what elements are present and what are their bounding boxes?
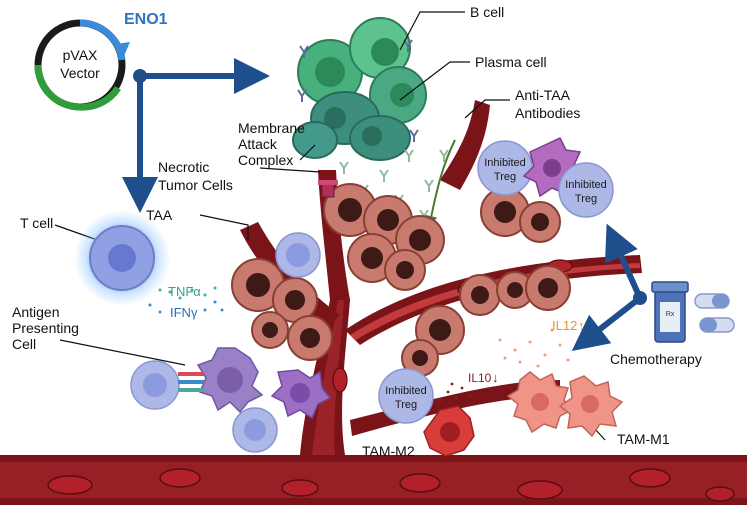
- pill-bottle-icon: Rx: [651, 281, 689, 343]
- vector-arrows: [122, 58, 270, 213]
- il12-dots: [498, 328, 570, 368]
- ifng-label: IFNγ: [170, 305, 198, 320]
- il12-label: IL12: [552, 318, 577, 333]
- b-cell-label: B cell: [470, 4, 504, 20]
- inhibited-treg-lower: Inhibited Treg: [378, 368, 434, 424]
- apc-label-line2: Presenting: [12, 320, 79, 336]
- tumor-cluster-center: [323, 183, 445, 291]
- inhibited-treg-upper: Inhibited Treg: [477, 140, 533, 196]
- vessel-lumen: [0, 462, 747, 498]
- apc-label-line3: Cell: [12, 336, 36, 352]
- treg-label-treg: Treg: [395, 399, 417, 411]
- vector-name: pVAX: [63, 47, 98, 63]
- tam-m1-cell: [506, 371, 624, 438]
- il10-label: IL10: [468, 371, 492, 385]
- anti-taa-label-line2: Antibodies: [515, 105, 580, 121]
- mac-label-line1: Membrane: [238, 120, 305, 136]
- chemotherapy-label: Chemotherapy: [610, 351, 702, 367]
- plasma-cell-label: Plasma cell: [475, 54, 547, 70]
- t-cell-small: [130, 360, 180, 410]
- treg-label-treg: Treg: [575, 193, 597, 205]
- tumor-cluster-right: [401, 265, 571, 377]
- apc-label-line1: Antigen: [12, 304, 59, 320]
- antibody-arrow: [425, 139, 456, 228]
- b-cell-cluster: [292, 17, 427, 161]
- necrotic-tumor-cells: [231, 183, 571, 377]
- tnfa-dots: [158, 286, 217, 300]
- treg-label-inhibited: Inhibited: [565, 179, 607, 191]
- antibody-icons: [297, 39, 419, 142]
- eno1-gene-label: ENO1: [124, 11, 168, 28]
- tumor-cluster-upper-right: [480, 187, 561, 243]
- treg-label-treg: Treg: [494, 171, 516, 183]
- t-cell: [74, 210, 170, 306]
- il10-down-arrow: ↓: [492, 370, 499, 385]
- mac-label-line3: Complex: [238, 152, 293, 168]
- pvax-vector-plasmid: pVAX Vector ENO1: [34, 11, 168, 111]
- vessel-branch-right-upper: [440, 100, 490, 190]
- tam-m1-label: TAM-M1: [617, 431, 670, 447]
- tam-m2-cell: [423, 405, 475, 457]
- dendritic-cell: [270, 369, 332, 420]
- il10-dots: [438, 382, 472, 402]
- necrotic-label-line2: Tumor Cells: [158, 177, 233, 193]
- rx-symbol: Rx: [666, 311, 675, 318]
- tumor-cluster-left: [231, 258, 333, 361]
- anti-taa-label-line1: Anti-TAA: [515, 87, 571, 103]
- red-blood-cells: [47, 468, 735, 502]
- pill-capsules-icon: [694, 293, 735, 333]
- mac-label-line2: Attack: [238, 136, 278, 152]
- necrotic-label-line1: Necrotic: [158, 159, 209, 175]
- taa-label: TAA: [146, 207, 173, 223]
- tnfa-label: TNFα: [168, 284, 201, 299]
- t-cell-small: [232, 407, 278, 453]
- tam-m2-label: TAM-M2: [362, 443, 415, 459]
- t-cell-small: [275, 232, 321, 278]
- treg-label-inhibited: Inhibited: [385, 385, 427, 397]
- tcr-mhc-bars: [178, 372, 204, 392]
- il12-up-arrow: ↑: [578, 318, 585, 333]
- vector-arrow-head: [116, 42, 130, 56]
- plasma-cell: [292, 121, 338, 159]
- antigen-presenting-cell: [178, 347, 264, 414]
- ifng-dots: [148, 300, 224, 314]
- vector-subtitle: Vector: [60, 65, 100, 81]
- chemotherapy-arrows: [571, 223, 647, 352]
- treg-label-inhibited: Inhibited: [484, 157, 526, 169]
- membrane-attack-complex: [318, 180, 338, 198]
- t-cell-label: T cell: [20, 215, 53, 231]
- inhibited-treg-right: Inhibited Treg: [558, 162, 614, 218]
